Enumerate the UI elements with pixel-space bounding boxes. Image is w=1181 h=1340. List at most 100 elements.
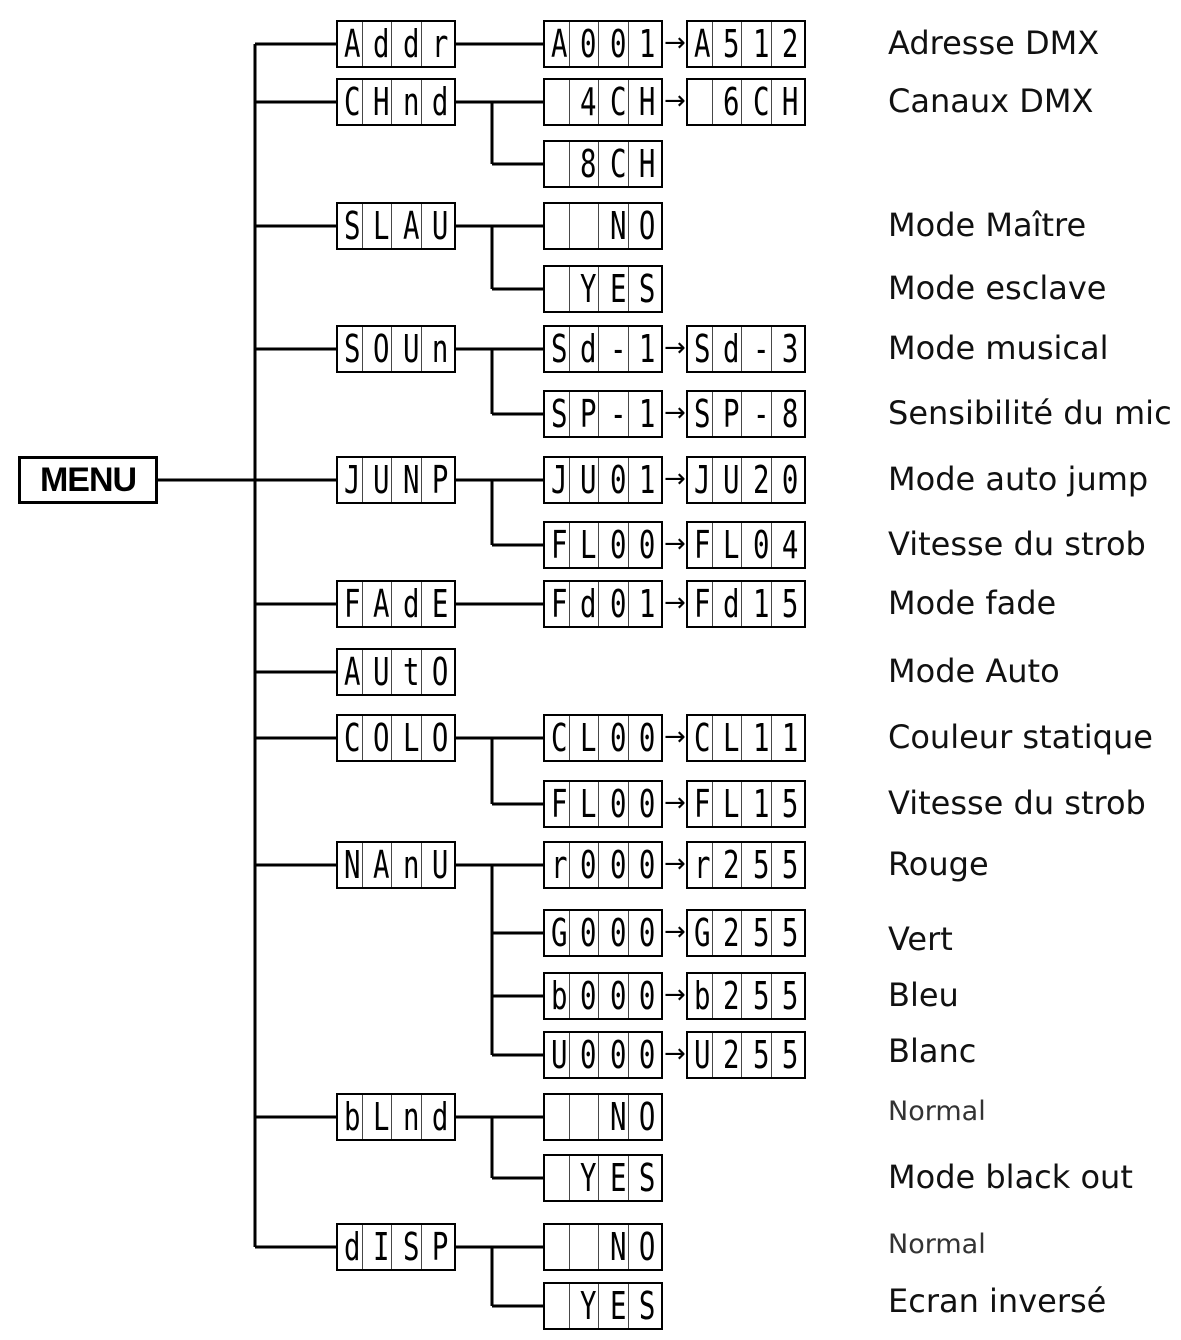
- lcd-digit: U: [549, 1033, 571, 1077]
- lcd-digit: 0: [638, 523, 656, 567]
- lcd-digit: L: [721, 716, 743, 760]
- range-arrow-icon: →: [664, 588, 686, 618]
- lcd-digit: 5: [721, 22, 743, 66]
- range-arrow-icon: →: [664, 398, 686, 428]
- option-description: Canaux DMX: [888, 82, 1094, 120]
- lcd-digit: E: [431, 582, 449, 626]
- lcd-digit: 1: [638, 22, 656, 66]
- lcd-digit: -: [751, 392, 772, 436]
- lcd-digit: -: [751, 327, 772, 371]
- lcd-digit: t: [401, 650, 422, 694]
- lcd-digit: A: [549, 22, 571, 66]
- lcd-digit: 8: [578, 142, 600, 186]
- option-description: Mode Auto: [888, 652, 1060, 690]
- lcd-digit: S: [638, 267, 656, 311]
- lcd-digit: 4: [781, 523, 799, 567]
- lcd-digit: N: [608, 1225, 629, 1269]
- lcd-digit: O: [371, 716, 393, 760]
- lcd-digit: F: [549, 523, 571, 567]
- lcd-digit: A: [692, 22, 714, 66]
- range-arrow-icon: →: [664, 86, 686, 116]
- lcd-digit: 5: [781, 782, 799, 826]
- lcd-digit: S: [638, 1156, 656, 1200]
- lcd-digit: 0: [608, 582, 629, 626]
- option-description: Normal: [888, 1229, 986, 1260]
- lcd-digit: 1: [638, 327, 656, 371]
- lcd-digit: A: [342, 22, 364, 66]
- lcd-digit: 0: [578, 911, 600, 955]
- lcd-digit: 1: [751, 582, 772, 626]
- lcd-digit: 5: [781, 974, 799, 1018]
- lcd-digit: L: [401, 716, 422, 760]
- lcd-digit: 0: [638, 974, 656, 1018]
- lcd-digit: I: [371, 1225, 393, 1269]
- lcd-digit: A: [342, 650, 364, 694]
- lcd-digit: 2: [721, 843, 743, 887]
- lcd-digit: A: [371, 582, 393, 626]
- lcd-digit: [549, 267, 571, 311]
- lcd-digit: Y: [578, 1284, 600, 1328]
- lcd-digit: N: [401, 458, 422, 502]
- lcd-digit: 2: [721, 1033, 743, 1077]
- lcd-digit: [549, 1095, 571, 1139]
- range-arrow-icon: →: [664, 1039, 686, 1069]
- lcd-digit: O: [431, 716, 449, 760]
- lcd-digit: U: [431, 204, 449, 248]
- range-arrow-icon: →: [664, 722, 686, 752]
- lcd-digit: Y: [578, 267, 600, 311]
- lcd-digit: -: [608, 327, 629, 371]
- lcd-digit: 0: [608, 911, 629, 955]
- lcd-digit: C: [342, 716, 364, 760]
- range-arrow-icon: →: [664, 849, 686, 879]
- lcd-digit: [578, 1095, 600, 1139]
- lcd-digit: 0: [608, 523, 629, 567]
- lcd-digit: S: [549, 392, 571, 436]
- lcd-digit: G: [692, 911, 714, 955]
- option-description: Vert: [888, 920, 953, 958]
- lcd-digit: N: [608, 1095, 629, 1139]
- lcd-digit: -: [608, 392, 629, 436]
- lcd-digit: [549, 1284, 571, 1328]
- lcd-digit: 0: [638, 1033, 656, 1077]
- lcd-digit: Y: [578, 1156, 600, 1200]
- lcd-digit: d: [342, 1225, 364, 1269]
- range-arrow-icon: →: [664, 529, 686, 559]
- lcd-digit: 0: [578, 22, 600, 66]
- lcd-digit: 0: [608, 22, 629, 66]
- lcd-digit: E: [608, 267, 629, 311]
- lcd-digit: S: [342, 204, 364, 248]
- lcd-digit: C: [692, 716, 714, 760]
- lcd-digit: 5: [781, 911, 799, 955]
- lcd-digit: O: [638, 1095, 656, 1139]
- lcd-digit: d: [578, 582, 600, 626]
- lcd-digit: L: [371, 204, 393, 248]
- lcd-digit: n: [401, 843, 422, 887]
- lcd-digit: E: [608, 1284, 629, 1328]
- lcd-digit: L: [578, 716, 600, 760]
- lcd-digit: C: [608, 142, 629, 186]
- lcd-digit: O: [371, 327, 393, 371]
- lcd-digit: [578, 1225, 600, 1269]
- lcd-digit: U: [371, 650, 393, 694]
- lcd-digit: F: [692, 782, 714, 826]
- range-arrow-icon: →: [664, 917, 686, 947]
- lcd-digit: U: [371, 458, 393, 502]
- lcd-digit: L: [721, 782, 743, 826]
- option-description: Rouge: [888, 845, 989, 883]
- lcd-digit: 1: [638, 582, 656, 626]
- lcd-digit: F: [692, 582, 714, 626]
